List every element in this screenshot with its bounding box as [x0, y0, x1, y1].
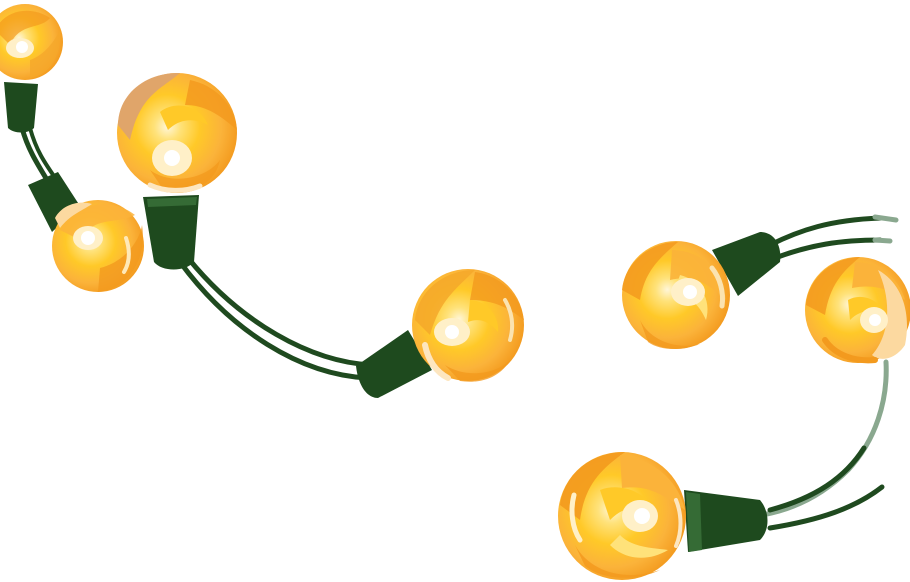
bulb-socket	[356, 330, 432, 398]
wire	[767, 484, 885, 531]
string-lights-left	[0, 4, 524, 398]
wire	[767, 445, 867, 513]
bulb-socket	[4, 82, 38, 133]
bulb-socket	[684, 490, 768, 552]
light-bulb	[117, 72, 237, 193]
bulb-socket	[712, 232, 781, 296]
wire	[177, 259, 371, 381]
wire-end	[872, 214, 899, 223]
wire	[767, 215, 883, 248]
wire	[185, 255, 375, 368]
light-bulb	[412, 269, 524, 382]
light-bulb	[805, 257, 910, 364]
wire	[759, 359, 889, 518]
string-lights-right	[558, 214, 910, 580]
light-bulb	[52, 200, 144, 292]
light-bulb	[0, 4, 63, 80]
light-bulb	[558, 452, 686, 580]
light-bulb	[622, 241, 730, 349]
wire-end	[872, 237, 893, 244]
bulb-socket	[143, 195, 199, 270]
wire	[772, 237, 883, 261]
